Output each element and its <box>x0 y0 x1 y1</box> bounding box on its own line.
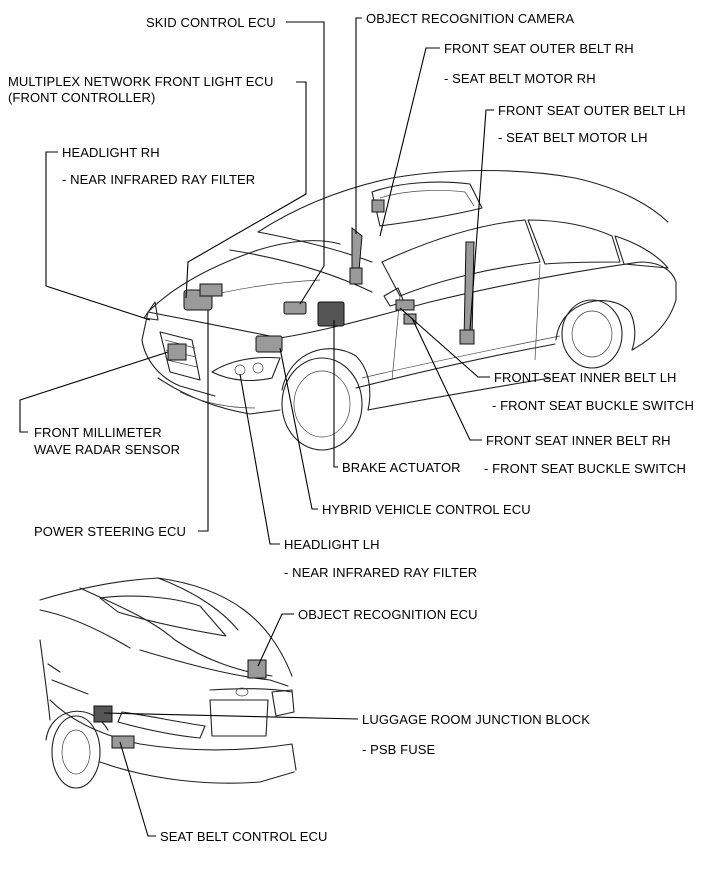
label-luggage-room-jb: LUGGAGE ROOM JUNCTION BLOCK <box>362 712 591 727</box>
seat-belt-motor-lh-part <box>459 329 475 345</box>
label-brake-actuator: BRAKE ACTUATOR <box>342 460 461 475</box>
front-car-drawing <box>141 169 677 451</box>
label-multiplex-ecu-line2: (FRONT CONTROLLER) <box>8 90 156 105</box>
multiplex-ecu-bracket <box>199 283 223 297</box>
label-front-seat-outer-belt-lh: FRONT SEAT OUTER BELT LH <box>498 103 686 118</box>
leader-headlight-lh <box>239 373 280 545</box>
label-headlight-lh: HEADLIGHT LH <box>284 537 380 552</box>
object-recognition-camera-part <box>371 199 385 213</box>
label-multiplex-ecu-line1: MULTIPLEX NETWORK FRONT LIGHT ECU <box>8 74 274 89</box>
object-recognition-ecu-part <box>247 659 267 679</box>
label-front-seat-inner-belt-rh: FRONT SEAT INNER BELT RH <box>486 433 671 448</box>
leader-inner-belt-lh <box>399 307 490 378</box>
seat-belt-motor-rh-part <box>349 267 363 285</box>
label-front-seat-inner-belt-lh: FRONT SEAT INNER BELT LH <box>494 370 677 385</box>
skid-control-ecu-part <box>283 301 307 315</box>
leader-multiplex-ecu <box>185 81 307 299</box>
label-buckle-switch-rh: - FRONT SEAT BUCKLE SWITCH <box>484 461 686 476</box>
label-skid-control-ecu: SKID CONTROL ECU <box>146 15 276 30</box>
leader-power-steering-ecu <box>198 310 209 532</box>
leader-radar-sensor <box>19 351 169 433</box>
leader-object-recognition-camera <box>355 17 362 234</box>
hybrid-vehicle-ecu-part <box>255 335 283 353</box>
leader-outer-belt-lh <box>469 109 494 331</box>
label-power-steering-ecu: POWER STEERING ECU <box>34 524 187 539</box>
leader-luggage-junction-block <box>103 712 359 720</box>
radar-sensor-part <box>167 343 187 361</box>
leader-inner-belt-rh <box>411 317 482 441</box>
label-front-seat-outer-belt-rh: FRONT SEAT OUTER BELT RH <box>444 41 634 56</box>
rear-car-drawing <box>39 577 297 789</box>
brake-actuator-part <box>317 301 345 327</box>
label-near-ir-filter-lh: - NEAR INFRARED RAY FILTER <box>284 565 478 580</box>
leader-brake-actuator <box>333 320 338 468</box>
leader-lines <box>19 17 494 837</box>
label-seat-belt-motor-rh: - SEAT BELT MOTOR RH <box>444 71 596 86</box>
rear-components <box>93 659 267 749</box>
label-headlight-rh: HEADLIGHT RH <box>62 145 160 160</box>
label-seat-belt-control-ecu: SEAT BELT CONTROL ECU <box>160 829 328 844</box>
label-seat-belt-motor-lh: - SEAT BELT MOTOR LH <box>498 130 648 145</box>
leader-outer-belt-rh <box>379 47 440 237</box>
label-hybrid-vehicle-ecu: HYBRID VEHICLE CONTROL ECU <box>322 502 531 517</box>
buckle-lh-part <box>395 299 415 311</box>
label-object-recognition-camera: OBJECT RECOGNITION CAMERA <box>366 11 575 26</box>
front-components <box>167 199 475 361</box>
leader-seat-belt-control-ecu <box>119 741 156 837</box>
label-psb-fuse: - PSB FUSE <box>362 742 436 757</box>
leader-headlight-rh <box>45 151 151 321</box>
label-front-mm-wave-line1: FRONT MILLIMETER <box>34 425 162 440</box>
label-front-mm-wave-line2: WAVE RADAR SENSOR <box>34 442 181 457</box>
label-near-ir-filter-rh: - NEAR INFRARED RAY FILTER <box>62 172 256 187</box>
buckle-rh-part <box>403 313 417 325</box>
label-object-recognition-ecu: OBJECT RECOGNITION ECU <box>298 607 478 622</box>
leader-hybrid-ecu <box>279 347 318 510</box>
leader-object-recognition-ecu <box>257 613 294 667</box>
leader-skid-control-ecu <box>286 21 325 305</box>
label-buckle-switch-lh: - FRONT SEAT BUCKLE SWITCH <box>492 398 694 413</box>
seat-belt-control-ecu-part <box>111 735 135 749</box>
luggage-junction-block-part <box>93 705 113 723</box>
